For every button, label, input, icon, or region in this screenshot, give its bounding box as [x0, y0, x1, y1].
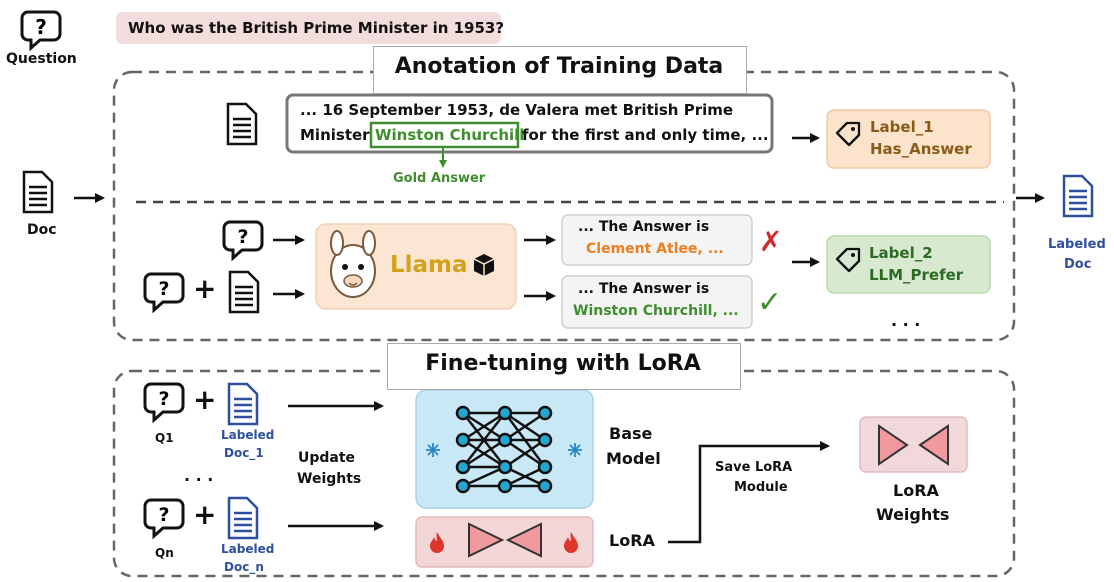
- label2-box: [826, 235, 991, 294]
- q1-label: Q1: [155, 431, 174, 445]
- svg-text:?: ?: [158, 278, 169, 300]
- answer2-line2: Winston Churchill, ...: [573, 303, 739, 319]
- lora-box: [415, 516, 594, 568]
- base-model-label-2: Model: [606, 449, 661, 468]
- label1-line2: Has_Answer: [870, 140, 972, 158]
- save-lora-arrow: [668, 441, 830, 544]
- question-box: [116, 12, 501, 44]
- passage-line2-post: for the first and only time, ...: [522, 126, 769, 144]
- doc1-label-1: Labeled: [221, 428, 275, 442]
- question-icon: ?: [20, 10, 62, 52]
- doc-label: Doc: [27, 222, 57, 238]
- finetune-title: Fine-tuning with LoRA: [425, 351, 701, 376]
- answer2-box: [561, 275, 753, 329]
- passage-box: [285, 93, 774, 154]
- qn-label: Qn: [155, 546, 174, 560]
- plus-sign-row2: +: [193, 272, 217, 305]
- question-text: Who was the British Prime Minister in 19…: [128, 19, 505, 37]
- lora-weights-label-2: Weights: [876, 505, 950, 524]
- update-weights-1: Update: [298, 450, 356, 466]
- right-mark: ✓: [757, 285, 783, 320]
- question-label: Question: [6, 51, 77, 67]
- question-icon-row1: ?: [222, 220, 264, 262]
- tag-icon-2: [835, 247, 861, 273]
- passage-line2-pre: Minister: [300, 126, 370, 144]
- update-weights-2: Weights: [297, 471, 362, 487]
- answer1-box: [561, 214, 753, 266]
- annotation-title-box: [373, 46, 747, 94]
- cube-icon: [473, 254, 495, 276]
- question-icon-row2: ?: [143, 272, 185, 314]
- ft-labeled-doc-icon-1: [227, 382, 259, 426]
- doc-icon-row2: [228, 270, 260, 314]
- ft-question-icon-n: ?: [143, 498, 185, 540]
- answer1-line2: Clement Atlee, ...: [586, 241, 724, 257]
- label2-line2: LLM_Prefer: [869, 266, 964, 284]
- lora-weights-box: [859, 416, 968, 473]
- passage-doc-icon: [226, 102, 258, 146]
- label-ellipsis: . . .: [891, 311, 921, 330]
- tag-icon: [835, 121, 861, 147]
- labeled-doc-icon: [1062, 174, 1094, 218]
- answer2-line1: ... The Answer is: [578, 281, 710, 297]
- fire-icon-right: [564, 532, 578, 553]
- answer1-line1: ... The Answer is: [578, 219, 710, 235]
- snowflake-icon-left: [426, 443, 440, 457]
- answer-highlight: [369, 121, 520, 149]
- llama-label: Llama: [390, 252, 468, 278]
- lora-weights-label-1: LoRA: [893, 481, 939, 500]
- label1-box: [826, 109, 991, 169]
- lora-label: LoRA: [609, 531, 655, 550]
- snowflake-icon-right: [568, 443, 582, 457]
- plus-sign-qn: +: [193, 498, 217, 531]
- docn-label-2: Doc_n: [224, 560, 264, 574]
- docn-label-1: Labeled: [221, 542, 275, 556]
- svg-text:?: ?: [237, 226, 248, 248]
- passage-line1: ... 16 September 1953, de Valera met Bri…: [300, 101, 734, 119]
- vertical-ellipsis: . . .: [184, 466, 214, 485]
- ft-question-icon-1: ?: [143, 382, 185, 424]
- doc-icon: [22, 170, 54, 214]
- lora-bowtie-icon: [468, 522, 542, 558]
- svg-text:?: ?: [35, 15, 47, 39]
- plus-sign-q1: +: [193, 383, 217, 416]
- save-lora-label-1: Save LoRA: [715, 460, 793, 475]
- doc1-label-2: Doc_1: [224, 446, 264, 460]
- wrong-mark: ✗: [759, 225, 783, 258]
- gold-answer-label: Gold Answer: [393, 171, 486, 186]
- svg-text:?: ?: [158, 388, 169, 410]
- label2-line1: Label_2: [869, 244, 933, 262]
- labeled-doc-label-2: Doc: [1064, 257, 1092, 272]
- ft-labeled-doc-icon-n: [227, 496, 259, 540]
- svg-text:?: ?: [158, 504, 169, 526]
- lora-weights-bowtie-icon: [878, 424, 949, 466]
- base-model-label-1: Base: [609, 424, 653, 443]
- passage-answer: Winston Churchill: [375, 126, 525, 144]
- label1-line1: Label_1: [870, 118, 934, 136]
- annotation-title: Anotation of Training Data: [394, 54, 724, 79]
- save-lora-label-2: Module: [734, 480, 788, 495]
- finetune-title-box: [387, 343, 741, 390]
- labeled-doc-label-1: Labeled: [1048, 237, 1106, 252]
- neural-network-icon: [455, 405, 553, 494]
- fire-icon-left: [430, 532, 444, 553]
- llama-icon: [330, 230, 376, 298]
